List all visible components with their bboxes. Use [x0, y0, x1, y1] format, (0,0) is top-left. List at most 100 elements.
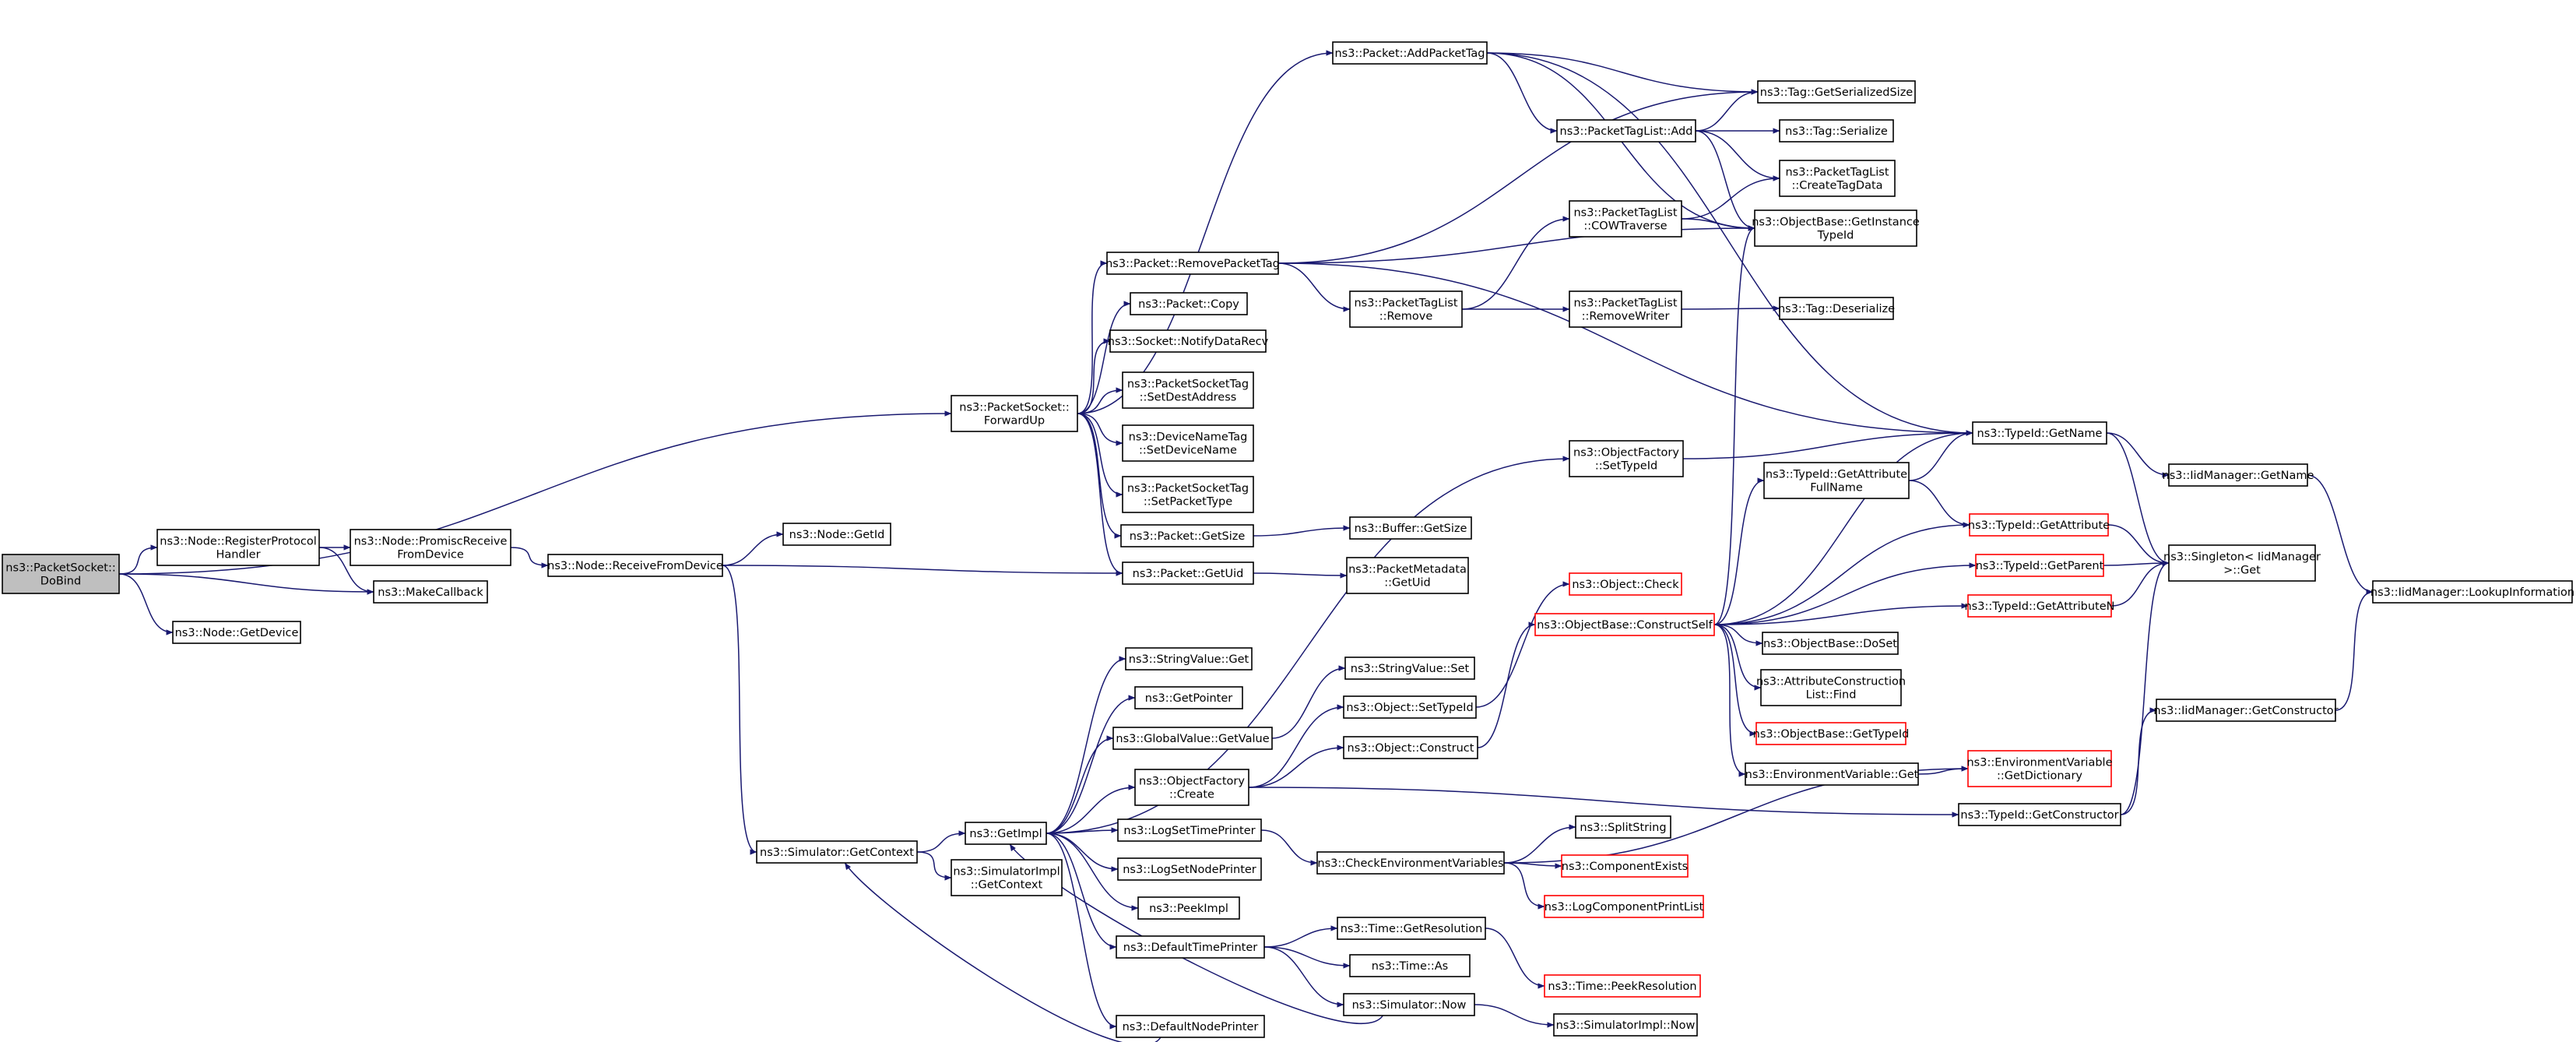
node-object-construct[interactable]: ns3::Object::Construct — [1343, 736, 1478, 759]
node-defaulttimeprinter[interactable]: ns3::DefaultTimePrinter — [1116, 935, 1265, 959]
node-packettaglist-removewriter[interactable]: ns3::PacketTagList::RemoveWriter — [1569, 290, 1682, 328]
node-stringvalue-get[interactable]: ns3::StringValue::Get — [1125, 647, 1253, 671]
edge-packetsocket-forwardup-to-packet-copy — [1077, 301, 1131, 414]
node-packettaglist-remove[interactable]: ns3::PacketTagList::Remove — [1349, 290, 1463, 328]
node-checkenvironmentvariables[interactable]: ns3::CheckEnvironmentVariables — [1316, 851, 1505, 875]
node-packet-getsize[interactable]: ns3::Packet::GetSize — [1120, 524, 1254, 547]
node-typeid-getname[interactable]: ns3::TypeId::GetName — [1972, 421, 2107, 445]
edge-packetsocket-forwardup-to-packet-getuid — [1077, 413, 1123, 576]
node-buffer-getsize[interactable]: ns3::Buffer::GetSize — [1349, 516, 1472, 540]
node-time-peekresolution[interactable]: ns3::Time::PeekResolution — [1544, 974, 1701, 998]
node-componentexists[interactable]: ns3::ComponentExists — [1561, 854, 1689, 878]
node-packetmetadata-getuid[interactable]: ns3::PacketMetadata::GetUid — [1346, 557, 1469, 594]
node-iidmanager-lookupinformation[interactable]: ns3::IidManager::LookupInformation — [2370, 580, 2574, 604]
node-objectfactory-create[interactable]: ns3::ObjectFactory::Create — [1134, 769, 1249, 806]
node-label: List::Find — [1806, 689, 1857, 702]
node-environmentvariable-getdictionary[interactable]: ns3::EnvironmentVariable::GetDictionary — [1966, 750, 2113, 787]
node-typeid-getattribute[interactable]: ns3::TypeId::GetAttribute — [1968, 513, 2110, 537]
node-box — [1569, 200, 1682, 238]
node-box — [1112, 727, 1273, 750]
node-packettaglist-add[interactable]: ns3::PacketTagList::Add — [1556, 119, 1696, 143]
node-typeid-getattributen[interactable]: ns3::TypeId::GetAttributeN — [1964, 594, 2115, 618]
edge-typeid-getconstructor-to-singleton-get — [2120, 560, 2170, 815]
node-iidmanager-getconstructor[interactable]: ns3::IidManager::GetConstructor — [2153, 699, 2339, 722]
node-simulator-now[interactable]: ns3::Simulator::Now — [1343, 993, 1475, 1016]
node-globalvalue-getvalue[interactable]: ns3::GlobalValue::GetValue — [1112, 727, 1273, 750]
node-object-check[interactable]: ns3::Object::Check — [1569, 572, 1682, 596]
node-splitstring[interactable]: ns3::SplitString — [1575, 815, 1671, 839]
node-time-getresolution[interactable]: ns3::Time::GetResolution — [1337, 917, 1486, 940]
node-label: FromDevice — [397, 549, 464, 561]
node-packet-getuid[interactable]: ns3::Packet::GetUid — [1122, 561, 1254, 585]
node-packetsockettag-setpackettype[interactable]: ns3::PacketSocketTag::SetPacketType — [1122, 476, 1254, 513]
node-defaultnodeprinter[interactable]: ns3::DefaultNodePrinter — [1116, 1015, 1265, 1038]
node-typeid-getconstructor[interactable]: ns3::TypeId::GetConstructor — [1958, 803, 2121, 826]
node-label: ns3::Socket::NotifyDataRecv — [1108, 336, 1269, 348]
node-packettaglist-createtagdata[interactable]: ns3::PacketTagList::CreateTagData — [1779, 160, 1896, 197]
node-packet-copy[interactable]: ns3::Packet::Copy — [1130, 292, 1248, 315]
node-singleton-get[interactable]: ns3::Singleton< IidManager>::Get — [2163, 544, 2321, 582]
node-simulatorimpl-getcontext[interactable]: ns3::SimulatorImpl::GetContext — [951, 859, 1063, 896]
node-devicenametag-setdevicename[interactable]: ns3::DeviceNameTag::SetDeviceName — [1122, 424, 1254, 462]
node-box — [1337, 917, 1486, 940]
node-simulatorimpl-now[interactable]: ns3::SimulatorImpl::Now — [1553, 1013, 1698, 1037]
node-time-as[interactable]: ns3::Time::As — [1349, 954, 1471, 977]
node-node-getdevice[interactable]: ns3::Node::GetDevice — [172, 621, 301, 644]
edge-packettaglist-cowtraverse-to-packettaglist-createtagdata — [1681, 175, 1780, 220]
node-stringvalue-set[interactable]: ns3::StringValue::Set — [1344, 657, 1475, 680]
node-box — [1544, 895, 1704, 918]
node-label: ns3::PacketSocketTag — [1127, 483, 1249, 495]
node-getpointer[interactable]: ns3::GetPointer — [1134, 686, 1243, 709]
node-logsetnodeprinter[interactable]: ns3::LogSetNodePrinter — [1117, 857, 1262, 881]
node-box — [1972, 421, 2107, 445]
node-getimpl[interactable]: ns3::GetImpl — [965, 822, 1047, 845]
node-packettaglist-cowtraverse[interactable]: ns3::PacketTagList::COWTraverse — [1569, 200, 1682, 238]
node-packet-removepackettag[interactable]: ns3::Packet::RemovePacketTag — [1105, 252, 1280, 275]
node-label: ns3::Object::Check — [1572, 579, 1679, 591]
node-box — [1130, 292, 1248, 315]
edge-objectbase-constructself-to-objectbase-gettypeid — [1713, 624, 1757, 737]
node-objectbase-gettypeid[interactable]: ns3::ObjectBase::GetTypeId — [1753, 722, 1910, 745]
node-box — [1553, 1013, 1698, 1037]
node-logcomponentprintlist[interactable]: ns3::LogComponentPrintList — [1544, 895, 1704, 918]
node-socket-notifydatarecv[interactable]: ns3::Socket::NotifyDataRecv — [1108, 329, 1269, 353]
node-packet-addpackettag[interactable]: ns3::Packet::AddPacketTag — [1332, 41, 1488, 65]
node-environmentvariable-get[interactable]: ns3::EnvironmentVariable::Get — [1745, 762, 1919, 786]
edge-packetsocket-forwardup-to-packet-removepackettag — [1077, 260, 1108, 414]
node-iidmanager-getname[interactable]: ns3::IidManager::GetName — [2163, 463, 2314, 487]
node-tag-getserializedsize[interactable]: ns3::Tag::GetSerializedSize — [1757, 80, 1916, 104]
node-label: ns3::SimulatorImpl — [953, 866, 1060, 878]
node-packetsocket-dobind[interactable]: ns3::PacketSocket::DoBind — [2, 554, 120, 594]
node-tag-serialize[interactable]: ns3::Tag::Serialize — [1779, 119, 1894, 143]
node-box — [2372, 580, 2573, 604]
node-label: ns3::Tag::GetSerializedSize — [1760, 86, 1914, 99]
node-objectfactory-settypeid[interactable]: ns3::ObjectFactory::SetTypeId — [1569, 440, 1684, 477]
edge-getimpl-to-peekimpl — [1046, 833, 1139, 911]
node-label: ns3::PacketSocket:: — [959, 402, 1069, 414]
node-tag-deserialize[interactable]: ns3::Tag::Deserialize — [1778, 297, 1895, 320]
node-typeid-getparent[interactable]: ns3::TypeId::GetParent — [1975, 554, 2104, 577]
edge-typeid-getparent-to-singleton-get — [2103, 560, 2170, 566]
node-label: ns3::StringValue::Set — [1351, 663, 1470, 675]
node-box — [1122, 424, 1254, 462]
node-objectbase-constructself[interactable]: ns3::ObjectBase::ConstructSelf — [1534, 613, 1715, 636]
node-packetsocket-forwardup[interactable]: ns3::PacketSocket::ForwardUp — [951, 395, 1078, 432]
node-objectbase-doset[interactable]: ns3::ObjectBase::DoSet — [1762, 632, 1899, 655]
node-simulator-getcontext[interactable]: ns3::Simulator::GetContext — [756, 840, 918, 864]
node-node-getid[interactable]: ns3::Node::GetId — [782, 523, 891, 546]
node-peekimpl[interactable]: ns3::PeekImpl — [1137, 896, 1240, 920]
node-label: ns3::Node::PromiscReceive — [354, 536, 508, 548]
node-box — [965, 822, 1047, 845]
node-node-receivefromdevice[interactable]: ns3::Node::ReceiveFromDevice — [547, 554, 723, 577]
node-object-settypeid[interactable]: ns3::Object::SetTypeId — [1343, 695, 1477, 719]
node-packetsockettag-setdestaddress[interactable]: ns3::PacketSocketTag::SetDestAddress — [1122, 371, 1254, 409]
node-label: ns3::Simulator::Now — [1352, 999, 1467, 1012]
node-logsettimeprinter[interactable]: ns3::LogSetTimePrinter — [1117, 818, 1262, 842]
node-label: Handler — [216, 549, 260, 561]
node-makecallback[interactable]: ns3::MakeCallback — [373, 580, 488, 604]
